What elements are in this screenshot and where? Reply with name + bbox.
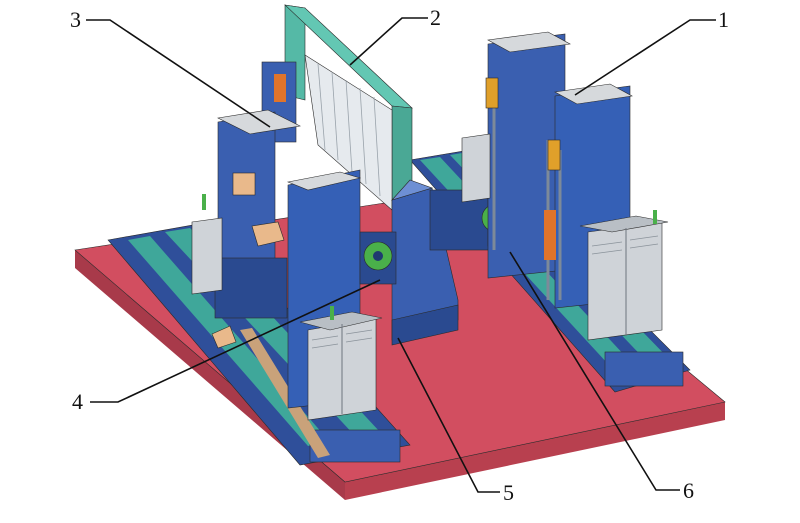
right-column-front-cap: [554, 83, 633, 105]
signal-light-left-front: [330, 306, 334, 320]
left-column-top-cap: [217, 109, 301, 135]
left-electrical-cabinet: [299, 311, 383, 421]
callout-leaders: [86, 17, 716, 493]
back-right-cabinet-front: [461, 133, 491, 203]
platform-front-face: [345, 402, 725, 500]
leader-2: [349, 17, 428, 66]
right-cabinet-top: [579, 215, 669, 233]
signal-light-left-back: [202, 194, 206, 210]
signal-lights: [202, 194, 657, 320]
left-column-tan-block-lower: [251, 221, 285, 247]
leader-6: [509, 251, 680, 491]
left-column-front-cap: [286, 171, 362, 191]
right-column-cylinder-right: [547, 139, 561, 171]
callout-5: 5: [503, 480, 514, 505]
back-left-cabinet-front: [191, 217, 223, 295]
callout-4: 4: [72, 389, 83, 414]
left-column-orange-clamp: [274, 74, 286, 102]
callout-1: 1: [718, 7, 729, 32]
callout-2: 2: [430, 5, 441, 30]
back-right-cabinet: [461, 133, 491, 203]
center-cabinet-top: [391, 179, 433, 201]
right-column-back-cap: [487, 31, 571, 53]
left-column-tan-block-upper: [232, 172, 256, 196]
left-spindle-hub: [373, 251, 383, 261]
right-cabinet-front: [587, 221, 663, 341]
right-column-cylinder-left: [485, 77, 499, 109]
back-left-cabinet: [191, 217, 223, 295]
right-rail-end-block: [604, 351, 684, 387]
left-rail-guard: [240, 328, 330, 458]
right-column-orange-slide: [544, 210, 556, 260]
leader-4: [90, 279, 381, 403]
left-column-tool-tip: [211, 325, 237, 349]
right-electrical-cabinet: [579, 215, 669, 341]
callout-6: 6: [683, 478, 694, 503]
center-cabinet: [391, 179, 459, 346]
left-column-assembly: [211, 61, 362, 409]
leader-5: [397, 337, 500, 493]
left-rail-end-block: [309, 429, 401, 463]
left-spindle-unit: [359, 231, 397, 285]
callout-labels: 1 2 3 4 5 6: [70, 5, 729, 505]
right-cabinet-vents: [591, 235, 659, 255]
teal-frame-slat-lines: [317, 63, 381, 197]
callout-3: 3: [70, 7, 81, 32]
left-cabinet-vents: [311, 329, 373, 349]
left-column-carriage: [214, 257, 288, 319]
left-cabinet-top: [299, 311, 383, 331]
center-cabinet-base: [391, 304, 459, 346]
leader-1: [574, 19, 716, 96]
signal-light-right-front: [653, 210, 657, 224]
leader-3: [86, 19, 271, 128]
